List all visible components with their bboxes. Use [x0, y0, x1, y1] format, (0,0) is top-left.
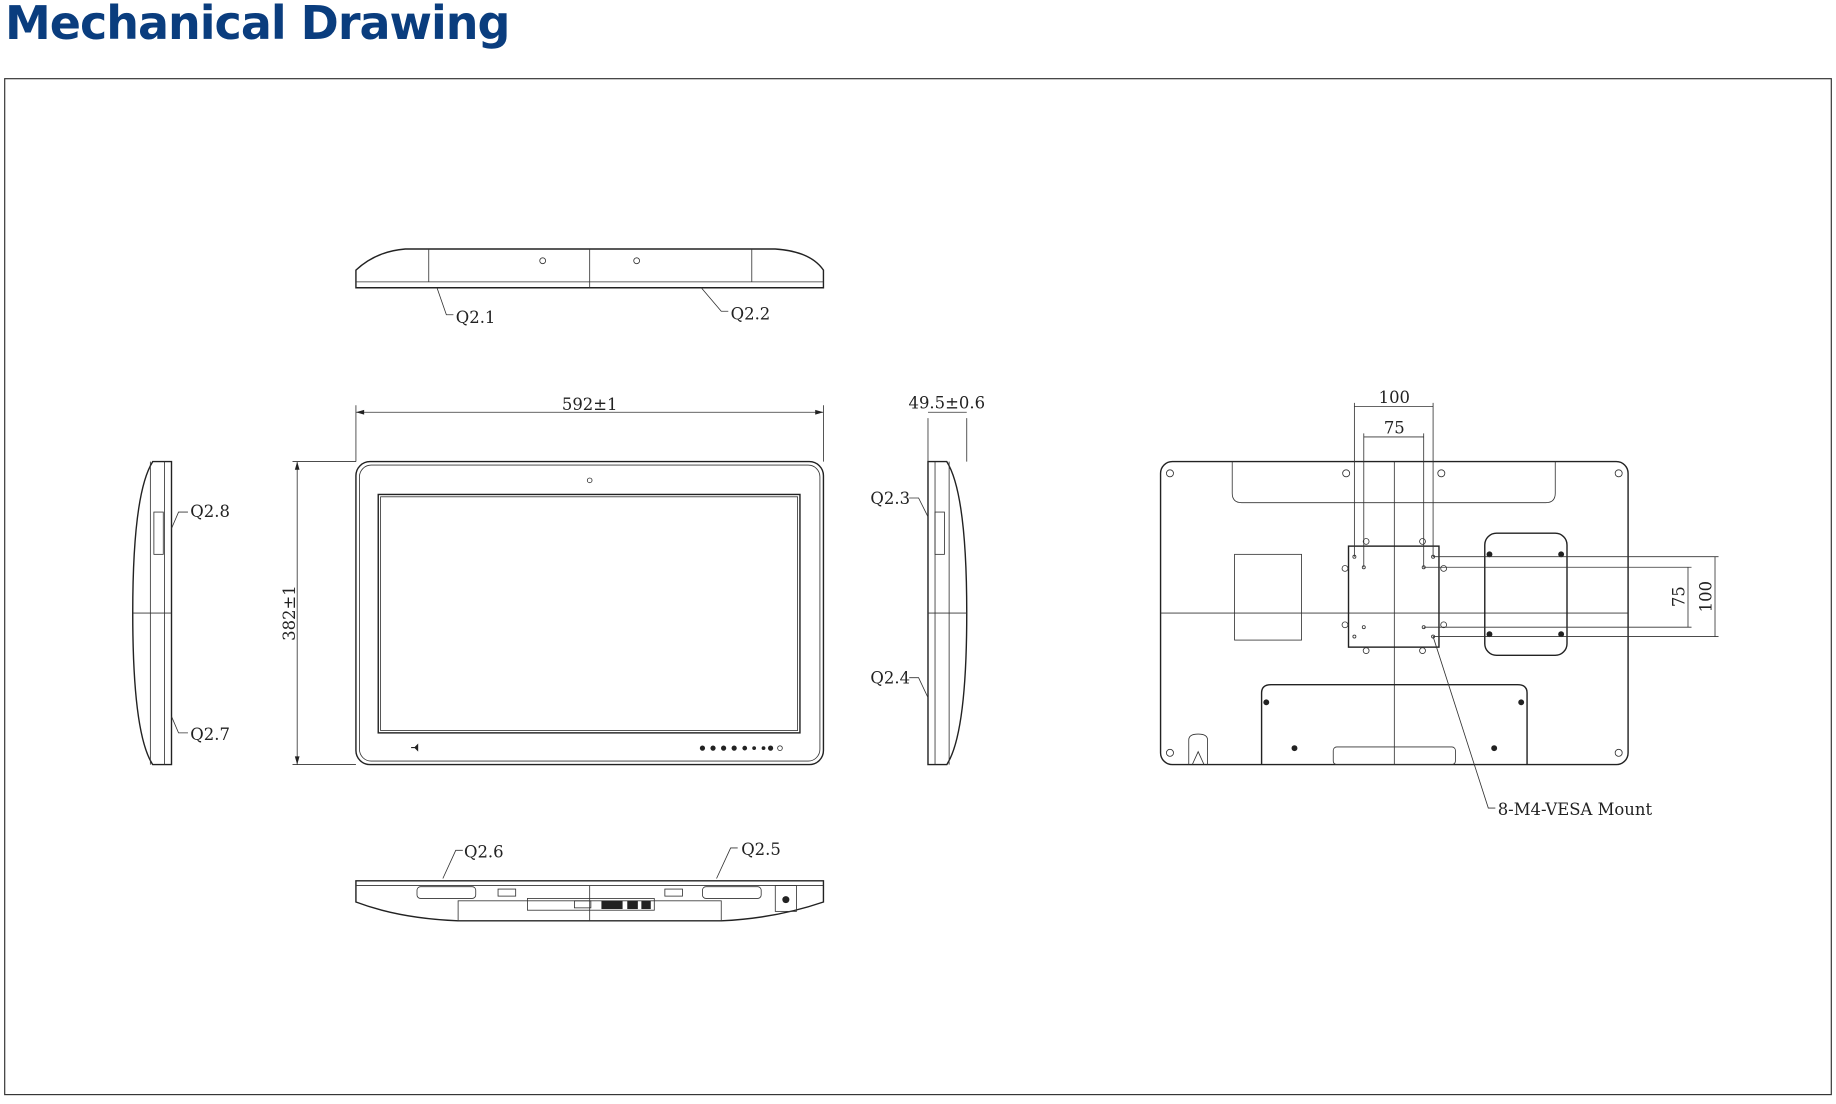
callout-q2-7: Q2.7	[190, 725, 230, 744]
height-dimension: 382±1	[280, 585, 299, 641]
vesa-width-75: 75	[1384, 418, 1405, 437]
speaker-icon	[411, 743, 419, 752]
depth-dimension: 49.5±0.6	[909, 394, 986, 413]
callout-q2-2: Q2.2	[731, 304, 771, 323]
vesa-height-75: 75	[1669, 586, 1688, 607]
vesa-width-100: 100	[1379, 388, 1410, 407]
bottom-view: Q2.6 Q2.5	[355, 840, 825, 922]
vesa-height-100: 100	[1696, 581, 1715, 612]
camera-icon	[586, 477, 593, 484]
callout-q2-3: Q2.3	[870, 489, 910, 508]
callout-q2-8: Q2.8	[190, 502, 230, 521]
front-buttons	[699, 745, 774, 751]
left-side-view: Q2.8 Q2.7	[132, 460, 230, 766]
top-view: Q2.1 Q2.2	[355, 248, 825, 327]
front-view: 592±1 382±1	[280, 395, 825, 766]
right-side-view: 49.5±0.6 Q2.3 Q2.4	[870, 394, 986, 766]
callout-q2-6: Q2.6	[464, 842, 504, 861]
callout-q2-5: Q2.5	[741, 840, 781, 859]
width-dimension: 592±1	[562, 395, 618, 414]
vesa-plate	[1347, 545, 1440, 648]
vesa-mount-note: 8-M4-VESA Mount	[1498, 800, 1653, 819]
callout-q2-4: Q2.4	[870, 669, 910, 688]
page-title: Mechanical Drawing	[5, 0, 510, 50]
callout-q2-1: Q2.1	[456, 308, 496, 327]
drawing-frame	[4, 78, 1832, 1096]
back-view: 100 75 75 100 8-M4-VESA Mount	[1159, 388, 1719, 819]
